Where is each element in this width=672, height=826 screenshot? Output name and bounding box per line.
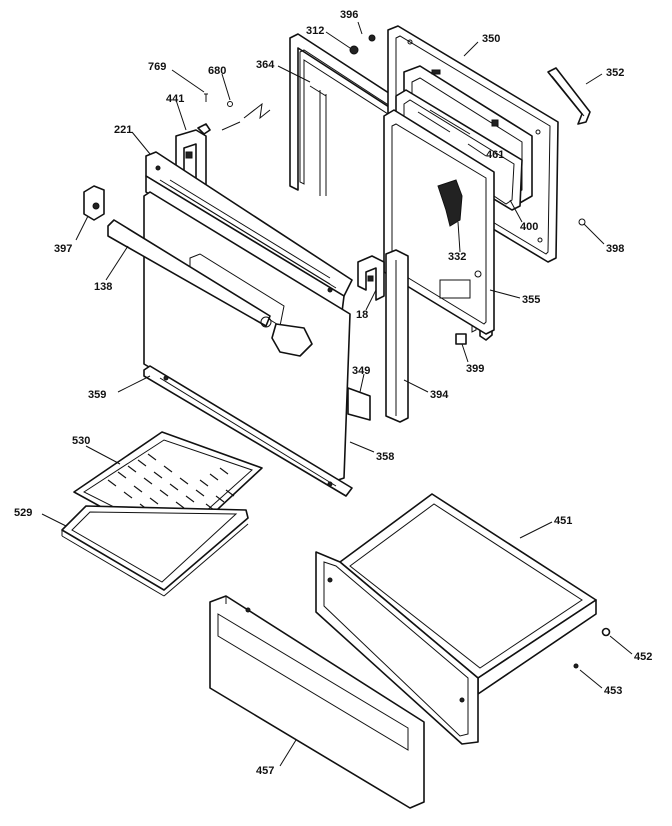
insulation-pad: [347, 387, 371, 421]
label-680: 680: [208, 65, 226, 77]
label-350: 350: [482, 33, 500, 45]
label-18: 18: [356, 309, 368, 321]
bottom-door-trim: [143, 365, 353, 497]
drawer-front-panel: [209, 595, 425, 809]
broiler-pan: [61, 505, 249, 597]
label-349: 349: [352, 365, 370, 377]
label-138: 138: [94, 281, 112, 293]
label-221: 221: [114, 124, 132, 136]
label-312: 312: [306, 25, 324, 37]
label-358: 358: [376, 451, 394, 463]
label-396: 396: [340, 9, 358, 21]
label-332: 332: [448, 251, 466, 263]
label-529: 529: [14, 507, 32, 519]
label-399: 399: [466, 363, 484, 375]
label-461: 461: [486, 149, 504, 161]
vent-trim-panel: [145, 151, 353, 313]
label-397: 397: [54, 243, 72, 255]
label-457: 457: [256, 765, 274, 777]
leader-lines: [41, 21, 633, 767]
drawer-hardware: [573, 627, 611, 669]
label-364: 364: [256, 59, 275, 71]
front-handle-bar: [107, 219, 272, 328]
label-394: 394: [430, 389, 449, 401]
door-liner: [383, 109, 495, 335]
broiler-pan-grid: [73, 431, 263, 549]
door-handle: [547, 67, 591, 125]
label-355: 355: [522, 294, 540, 306]
label-352: 352: [606, 67, 624, 79]
storage-drawer: [315, 493, 597, 745]
side-strip: [385, 249, 409, 423]
label-530: 530: [72, 435, 90, 447]
bracket-397: [83, 185, 105, 221]
hinge-bracket-right: [357, 255, 385, 301]
label-769: 769: [148, 61, 166, 73]
label-398: 398: [606, 243, 624, 255]
label-400: 400: [520, 221, 538, 233]
label-359: 359: [88, 389, 106, 401]
label-452: 452: [634, 651, 652, 663]
label-441: 441: [166, 93, 184, 105]
label-453: 453: [604, 685, 622, 697]
small-hardware: [204, 34, 586, 345]
part-labels: 396 312 350 352 769 680 364 441 221 461 …: [14, 9, 652, 777]
label-451: 451: [554, 515, 572, 527]
